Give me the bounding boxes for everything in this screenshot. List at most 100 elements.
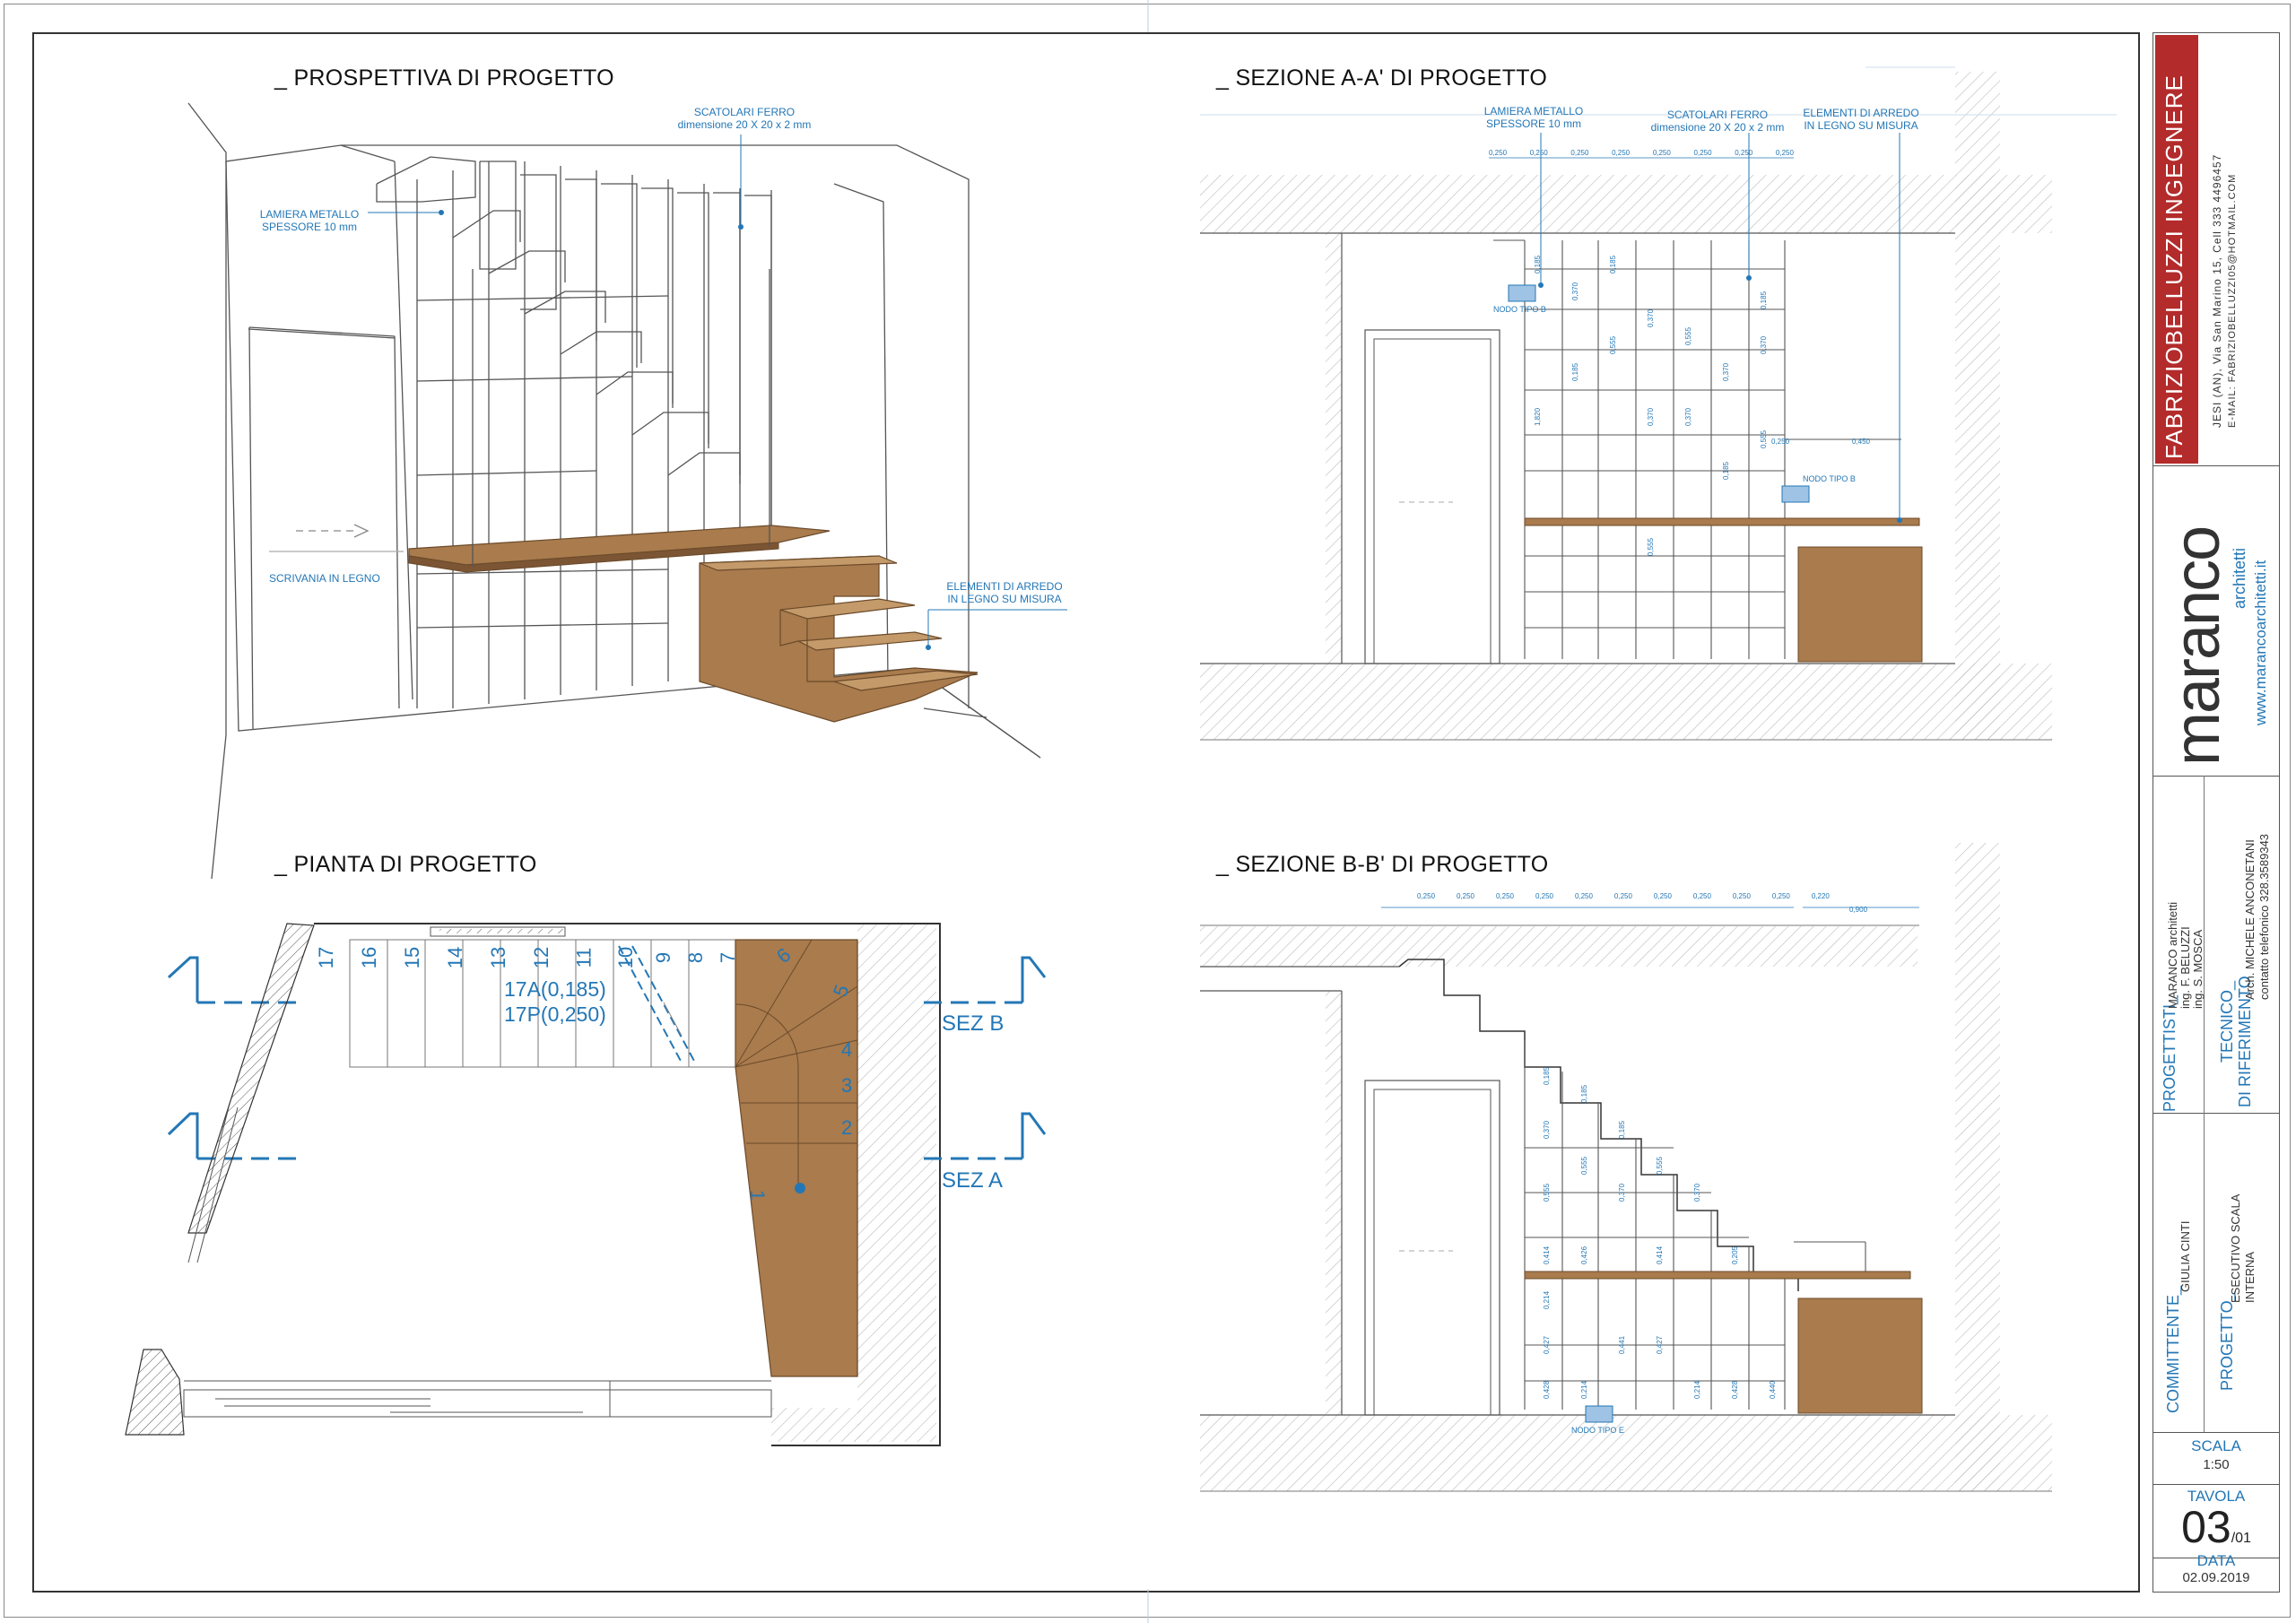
- aa-top-dim: 0,250: [1570, 149, 1589, 157]
- tecnico-phone: contatto telefonico 328.3589343: [2257, 833, 2271, 1000]
- bb-top-dim: 0,250: [1613, 892, 1632, 900]
- arredo-label-2: IN LEGNO SU MISURA: [947, 593, 1062, 605]
- bb-v-dim: 0,370: [1543, 1120, 1551, 1139]
- plan-step-number: 14: [444, 946, 467, 969]
- aa-top-dim: 0,250: [1612, 149, 1631, 157]
- firm-name: FABRIZIOBELLUZZIINGEGNERE: [2161, 74, 2188, 459]
- aa-v-dim: 0,185: [1760, 291, 1768, 309]
- maranco-logo-sub: architetti: [2231, 547, 2248, 609]
- section-bb-vertical-dimensions: 0,185 0,370 0,555 0,185 0,555 0,185 0,37…: [1525, 1049, 1794, 1408]
- bb-v-dim: 0,427: [1543, 1335, 1551, 1354]
- bb-top-dim: 0,250: [1456, 892, 1475, 900]
- perspective-note-arredo: ELEMENTI DI ARREDO IN LEGNO SU MISURA: [942, 580, 1067, 605]
- bb-v-dim: 0,414: [1656, 1245, 1664, 1264]
- section-aa-furniture: [1797, 546, 1923, 663]
- plan-step-number: 12: [530, 946, 553, 969]
- bb-v-dim: 0,426: [1580, 1245, 1588, 1264]
- perspective-drawing: [187, 102, 1041, 880]
- section-aa-note-arredo: ELEMENTI DI ARREDO IN LEGNO SU MISURA: [1798, 107, 1924, 132]
- section-bb-top-dimensions: 0,250 0,250 0,250 0,250 0,250 0,250 0,25…: [1417, 892, 1830, 900]
- plan-step-3: 3: [841, 1074, 853, 1097]
- lamiera-thickness-label: SPESSORE 10 mm: [261, 221, 358, 233]
- section-aa-vertical-dimensions: 0,185 0,370 0,185 0,370 1,820 0,555 0,37…: [1525, 247, 1785, 569]
- section-aa-nodo-b-1: NODO TIPO B: [1493, 305, 1546, 314]
- aa-v-dim: 0,185: [1534, 255, 1542, 273]
- bb-v-dim: 0,185: [1580, 1084, 1588, 1103]
- section-aa-desk: [1524, 517, 1920, 526]
- section-bb-desk: [1524, 1271, 1911, 1280]
- plan-drawing: [125, 923, 1047, 1446]
- sheet-outer-frame: [4, 4, 2291, 1618]
- section-aa-drawing: [1200, 66, 2117, 741]
- lamiera-label: LAMIERA METALLO: [259, 208, 360, 221]
- plan-step-numbers-top: 17 16 15 14 13 12 11 10 9 8 7: [315, 946, 739, 969]
- plan-step-2: 2: [841, 1116, 853, 1139]
- aa-top-dim: 0,250: [1529, 149, 1548, 157]
- bb-v-dim: 0,440: [1769, 1380, 1777, 1399]
- aa-v-dim: 0,370: [1647, 308, 1655, 327]
- plan-step-number: 7: [716, 951, 739, 964]
- section-aa-title: _ SEZIONE A-A' DI PROGETTO: [1216, 65, 1548, 91]
- section-bb-title: _ SEZIONE B-B' DI PROGETTO: [1216, 852, 1549, 877]
- aa-side-dim: 0,450: [1851, 438, 1870, 446]
- aa-v-dim: 0,555: [1647, 537, 1655, 556]
- bb-v-dim: 0,214: [1580, 1380, 1588, 1399]
- plan-step-number: 17: [315, 946, 338, 969]
- client-panel: COMMITTENTE_ GIULIA CINTI PROGETTO_ ESEC…: [2153, 1113, 2279, 1433]
- progetto-line-1: ESECUTIVO SCALA: [2229, 1193, 2242, 1303]
- aa-top-dim: 0,250: [1489, 149, 1508, 157]
- bb-v-dim: 0,214: [1543, 1290, 1551, 1309]
- progettisti-line-3: ing. S. MOSCA: [2191, 929, 2205, 1009]
- tavola-sub: /01: [2231, 1531, 2251, 1546]
- section-aa-top-dimensions: 0,250 0,250 0,250 0,250 0,250 0,250 0,25…: [1489, 149, 1794, 157]
- bb-v-dim: 0,555: [1543, 1183, 1551, 1202]
- section-bb-furniture: [1797, 1298, 1923, 1414]
- committente-label: COMMITTENTE_: [2164, 1286, 2182, 1413]
- section-aa-side-dims: 0,250 0,450: [1771, 438, 1870, 446]
- section-aa-note-scatolari: SCATOLARI FERRO dimensione 20 X 20 x 2 m…: [1632, 108, 1803, 134]
- perspective-title: _ PROSPETTIVA DI PROGETTO: [274, 65, 614, 91]
- scatolari-dim-label: dimensione 20 X 20 x 2 mm: [677, 118, 812, 131]
- progettisti-line-1: MARANCO architetti: [2166, 901, 2179, 1009]
- plan-step-number: 15: [401, 946, 424, 969]
- aa-v-dim: 0,370: [1647, 407, 1655, 426]
- aa-arredo-label-2: IN LEGNO SU MISURA: [1804, 119, 1918, 132]
- aa-top-dim: 0,250: [1693, 149, 1712, 157]
- plan-title: _ PIANTA DI PROGETTO: [274, 852, 537, 877]
- aa-top-dim: 0,250: [1652, 149, 1671, 157]
- bb-top-dim: 0,250: [1692, 892, 1711, 900]
- aa-v-dim: 0,185: [1571, 362, 1579, 381]
- aa-v-dim: 0,185: [1609, 255, 1617, 273]
- aa-v-dim: 0,185: [1722, 461, 1730, 480]
- scatolari-label: SCATOLARI FERRO: [693, 106, 796, 118]
- website-link[interactable]: www.marancoarchitetti.it: [2252, 560, 2269, 725]
- aa-v-dim: 0,370: [1760, 335, 1768, 354]
- perspective-furniture: [699, 555, 978, 723]
- plan-step-number: 13: [487, 946, 510, 969]
- scale-panel: SCALA 1:50: [2153, 1432, 2279, 1485]
- plan-step-number: 16: [358, 946, 381, 969]
- bb-v-dim: 0,185: [1618, 1120, 1626, 1139]
- designers-panel: PROGETTISTI_ MARANCO architetti ing. F. …: [2153, 776, 2279, 1114]
- aa-v-dim: 1,820: [1534, 407, 1542, 426]
- bb-top-dim: 0,250: [1732, 892, 1751, 900]
- title-block: FABRIZIOBELLUZZIINGEGNERE JESI (AN), Via…: [2152, 32, 2280, 1593]
- plan-section-a-label: SEZ A: [942, 1168, 1004, 1193]
- scala-label: SCALA: [2191, 1437, 2241, 1454]
- aa-lamiera-thickness-label: SPESSORE 10 mm: [1485, 117, 1582, 130]
- bb-v-dim: 0,414: [1543, 1245, 1551, 1264]
- plan-step-number: 11: [572, 947, 596, 968]
- logo-panel: maranco architetti www.marancoarchitetti…: [2153, 465, 2279, 777]
- plan-step-number: 10: [614, 946, 638, 969]
- sheet-number-panel: TAVOLA 03/01: [2153, 1484, 2279, 1558]
- bb-v-dim: 0,441: [1618, 1335, 1626, 1354]
- plan-wood-block: [735, 939, 858, 1377]
- section-bb-dim-900: 0,900: [1849, 906, 1868, 914]
- aa-v-dim: 0,555: [1684, 326, 1692, 345]
- plan-step-4: 4: [841, 1038, 853, 1061]
- bb-top-dim: 0,250: [1495, 892, 1514, 900]
- bb-top-dim: 0,250: [1771, 892, 1790, 900]
- bb-v-dim: 0,185: [1543, 1066, 1551, 1085]
- firm-name-part1: FABRIZIOBELLUZZI: [2161, 230, 2187, 459]
- bb-top-dim: 0,250: [1417, 892, 1436, 900]
